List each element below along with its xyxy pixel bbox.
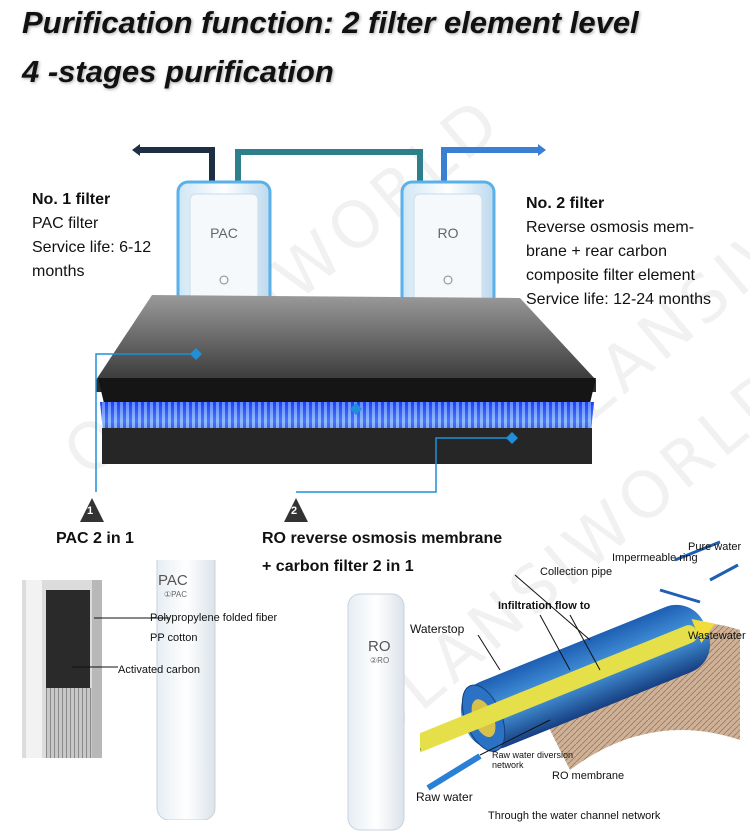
ro-filter-cartridge: RO xyxy=(400,180,496,314)
ro-membrane-label: RO membrane xyxy=(552,770,625,782)
ro-section-title-line1: RO reverse osmosis membrane xyxy=(262,530,503,547)
pure-water-arrow xyxy=(674,540,721,562)
pp-cotton-callout: Polypropylene folded fiber PP cotton xyxy=(150,612,277,644)
waterstop-label: Waterstop xyxy=(410,622,465,636)
pp-cotton-layer xyxy=(96,295,596,380)
pac-cartridge xyxy=(156,560,216,820)
ro-cartridge-label: RO xyxy=(368,638,391,655)
rear-carbon-layer xyxy=(102,428,592,464)
pac-section-title: PAC 2 in 1 xyxy=(56,530,134,547)
filter-1-heading: No. 1 filter xyxy=(32,191,111,208)
cartridge-label: RO xyxy=(438,225,459,241)
impermeable-ring-label: Impermeable ring xyxy=(612,552,698,564)
page-title: Purification function: 2 filter element … xyxy=(22,5,639,40)
filter-2-type-2: brane + rear carbon xyxy=(526,243,667,260)
wastewater-arrow xyxy=(659,588,701,604)
collection-pipe xyxy=(420,625,698,761)
inlet-pipe xyxy=(140,147,215,190)
ro-cartridge xyxy=(347,593,405,831)
page-subtitle: 4 -stages purification xyxy=(22,54,334,89)
raw-water-label: Raw water xyxy=(416,790,473,804)
ro-membrane-diagram xyxy=(420,540,740,791)
collection-pipe-label: Collection pipe xyxy=(540,566,613,578)
marker-1-number: 1 xyxy=(87,505,94,517)
ro-cartridge-sublabel: ②RO xyxy=(370,656,390,665)
marker-diamond-icon xyxy=(190,348,202,360)
diversion-text: Raw water diversion xyxy=(492,750,574,760)
activated-carbon-callout: Activated carbon xyxy=(118,664,200,676)
filter-2-life: Service life: 12-24 months xyxy=(526,291,711,308)
arrow-left-icon xyxy=(132,144,140,156)
pac-filter-cartridge: PAC xyxy=(176,180,272,314)
marker-diamond-icon xyxy=(506,432,518,444)
filter-2-type-1: Reverse osmosis mem- xyxy=(526,219,695,236)
diversion-text: network xyxy=(492,760,524,770)
ro-section-title-line2: + carbon filter 2 in 1 xyxy=(262,558,414,575)
callout-text: PP cotton xyxy=(150,632,198,644)
cartridge-label: PAC xyxy=(210,225,238,241)
filter-2-type-3: composite filter element xyxy=(526,267,695,284)
wastewater-label: Wastewater xyxy=(688,630,746,642)
filter-1-description: No. 1 filter PAC filter Service life: 6-… xyxy=(32,188,151,284)
marker-1-icon xyxy=(80,498,104,522)
connecting-pipe xyxy=(235,149,423,190)
marker-2-number: 2 xyxy=(291,505,298,517)
infiltration-label: Infiltration flow to xyxy=(498,600,591,612)
filter-2-description: No. 2 filter Reverse osmosis mem- brane … xyxy=(526,192,711,312)
filter-stage-diagram: PAC RO xyxy=(80,144,596,522)
marker-2-icon xyxy=(284,498,308,522)
filter-2-heading: No. 2 filter xyxy=(526,195,605,212)
arrow-right-icon xyxy=(538,144,546,156)
marker-diamond-icon xyxy=(350,403,362,415)
outlet-pipe xyxy=(441,147,538,190)
raw-water-diversion-label: Raw water diversion network xyxy=(492,750,573,770)
channel-network-label: Through the water channel network xyxy=(488,810,661,822)
callout-text: Polypropylene folded fiber xyxy=(150,612,278,624)
filter-1-type: PAC filter xyxy=(32,215,99,232)
raw-water-arrow xyxy=(426,753,482,791)
pac-cartridge-sublabel: ①PAC xyxy=(164,590,188,599)
pac-cutaway-diagram xyxy=(22,560,216,820)
filter-1-life-unit: months xyxy=(32,263,85,280)
pure-water-label: Pure water xyxy=(688,541,742,553)
filter-1-life: Service life: 6-12 xyxy=(32,239,152,256)
pac-cartridge-label: PAC xyxy=(158,572,188,589)
